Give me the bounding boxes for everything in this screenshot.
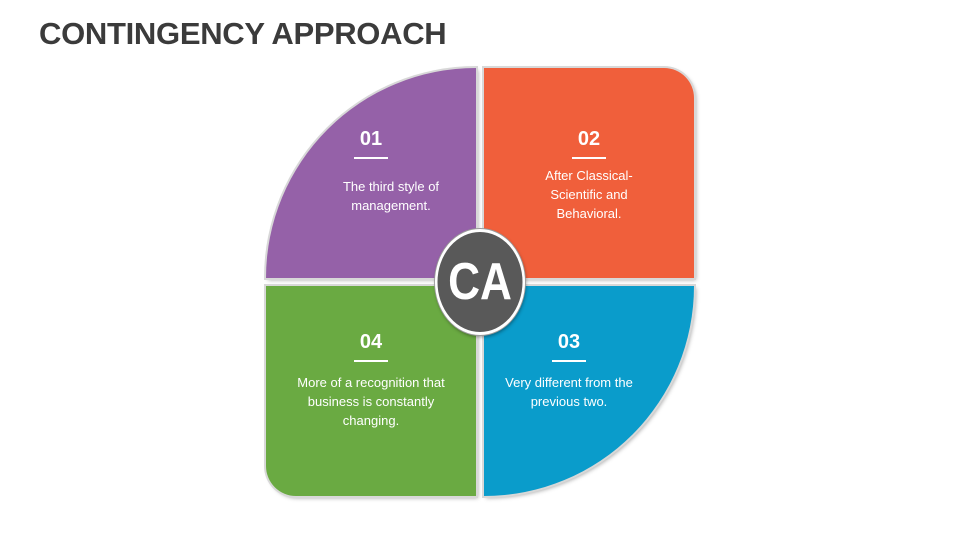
quadrant-number: 04 (266, 331, 476, 362)
quadrant-text: More of a recognition that business is c… (297, 375, 445, 428)
quadrant-03: 03 Very different from the previous two. (484, 286, 694, 496)
number-label: 04 (353, 331, 389, 362)
quadrant-text: After Classical-Scientific and Behaviora… (545, 168, 633, 221)
quadrant-text: Very different from the previous two. (505, 375, 633, 409)
slide-title: CONTINGENCY APPROACH (39, 16, 447, 51)
number-label: 02 (571, 128, 607, 159)
quadrant-number: 03 (464, 331, 674, 362)
quadrant-02: 02 After Classical-Scientific and Behavi… (484, 68, 694, 278)
number-label: 03 (551, 331, 587, 362)
quadrant-01: 01 The third style of management. (266, 68, 476, 278)
quadrant-04: 04 More of a recognition that business i… (266, 286, 476, 496)
quadrant-text: The third style of management. (342, 179, 440, 213)
quadrant-number: 01 (266, 128, 476, 159)
number-label: 01 (353, 128, 389, 159)
center-circle: CA (434, 229, 526, 335)
quadrant-number: 02 (484, 128, 694, 159)
